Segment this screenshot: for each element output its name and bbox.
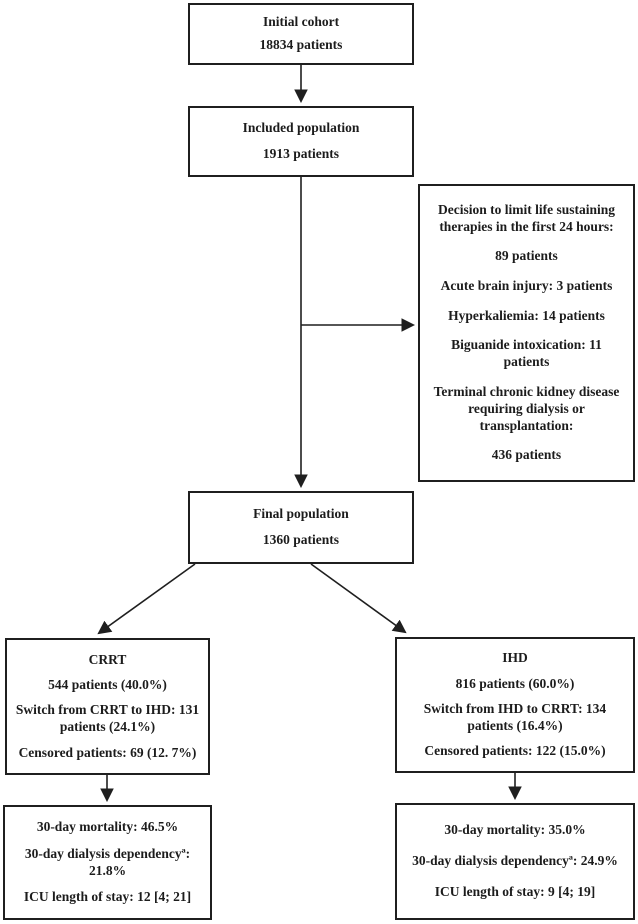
final-population-box: Final population 1360 patients: [188, 491, 414, 564]
exclusion-reason: Terminal chronic kidney disease requirin…: [433, 383, 620, 433]
ihd-arm-box: IHD 816 patients (60.0%) Switch from IHD…: [395, 637, 635, 773]
outcome-detail: ICU length of stay: 9 [4; 19]: [434, 884, 596, 900]
box-value: 1360 patients: [262, 532, 340, 548]
crrt-outcomes-box: 30-day mortality: 46.5% 30-day dialysis …: [3, 805, 212, 920]
included-population-box: Included population 1913 patients: [188, 106, 414, 177]
box-value: 18834 patients: [259, 37, 343, 53]
exclusion-reason: Hyperkaliemia: 14 patients: [448, 307, 605, 323]
arrow-final-to-crrt: [97, 563, 196, 635]
exclusion-reason: Acute brain injury: 3 patients: [440, 278, 613, 294]
exclusions-box: Decision to limit life sustaining therap…: [418, 184, 635, 482]
initial-cohort-box: Initial cohort 18834 patients: [188, 3, 414, 65]
arm-detail: Censored patients: 122 (15.0%): [424, 742, 606, 758]
arm-detail: 544 patients (40.0%): [48, 676, 167, 692]
exclusion-reason: Biguanide intoxication: 11 patients: [451, 337, 602, 370]
outcome-detail: ICU length of stay: 12 [4; 21]: [23, 888, 192, 904]
outcome-detail: 30-day mortality: 35.0%: [444, 822, 586, 838]
box-value: 1913 patients: [262, 146, 340, 162]
exclusion-count: 89 patients: [495, 248, 558, 264]
arm-detail: Censored patients: 69 (12. 7%): [18, 744, 197, 760]
box-title: CRRT: [88, 651, 127, 667]
outcome-detail: 30-day mortality: 46.5%: [36, 819, 179, 835]
arm-detail: Switch from IHD to CRRT: 134 patients (1…: [423, 700, 607, 733]
outcome-detail: 30-day dialysis dependencyª: 24.9%: [412, 853, 618, 869]
box-title: Included population: [242, 120, 360, 136]
ihd-outcomes-box: 30-day mortality: 35.0% 30-day dialysis …: [395, 803, 635, 920]
arm-detail: 816 patients (60.0%): [455, 675, 575, 691]
box-title: Final population: [253, 505, 349, 521]
box-title: IHD: [502, 650, 528, 666]
exclusion-reason: Decision to limit life sustaining therap…: [437, 201, 615, 234]
outcome-detail: 30-day dialysis dependencyª: 21.8%: [24, 845, 191, 878]
crrt-arm-box: CRRT 544 patients (40.0%) Switch from CR…: [5, 638, 210, 775]
arm-detail: Switch from CRRT to IHD: 131 patients (2…: [15, 702, 200, 735]
box-title: Initial cohort: [262, 14, 340, 30]
exclusion-count: 436 patients: [491, 447, 562, 463]
arrow-final-to-ihd: [310, 563, 407, 634]
